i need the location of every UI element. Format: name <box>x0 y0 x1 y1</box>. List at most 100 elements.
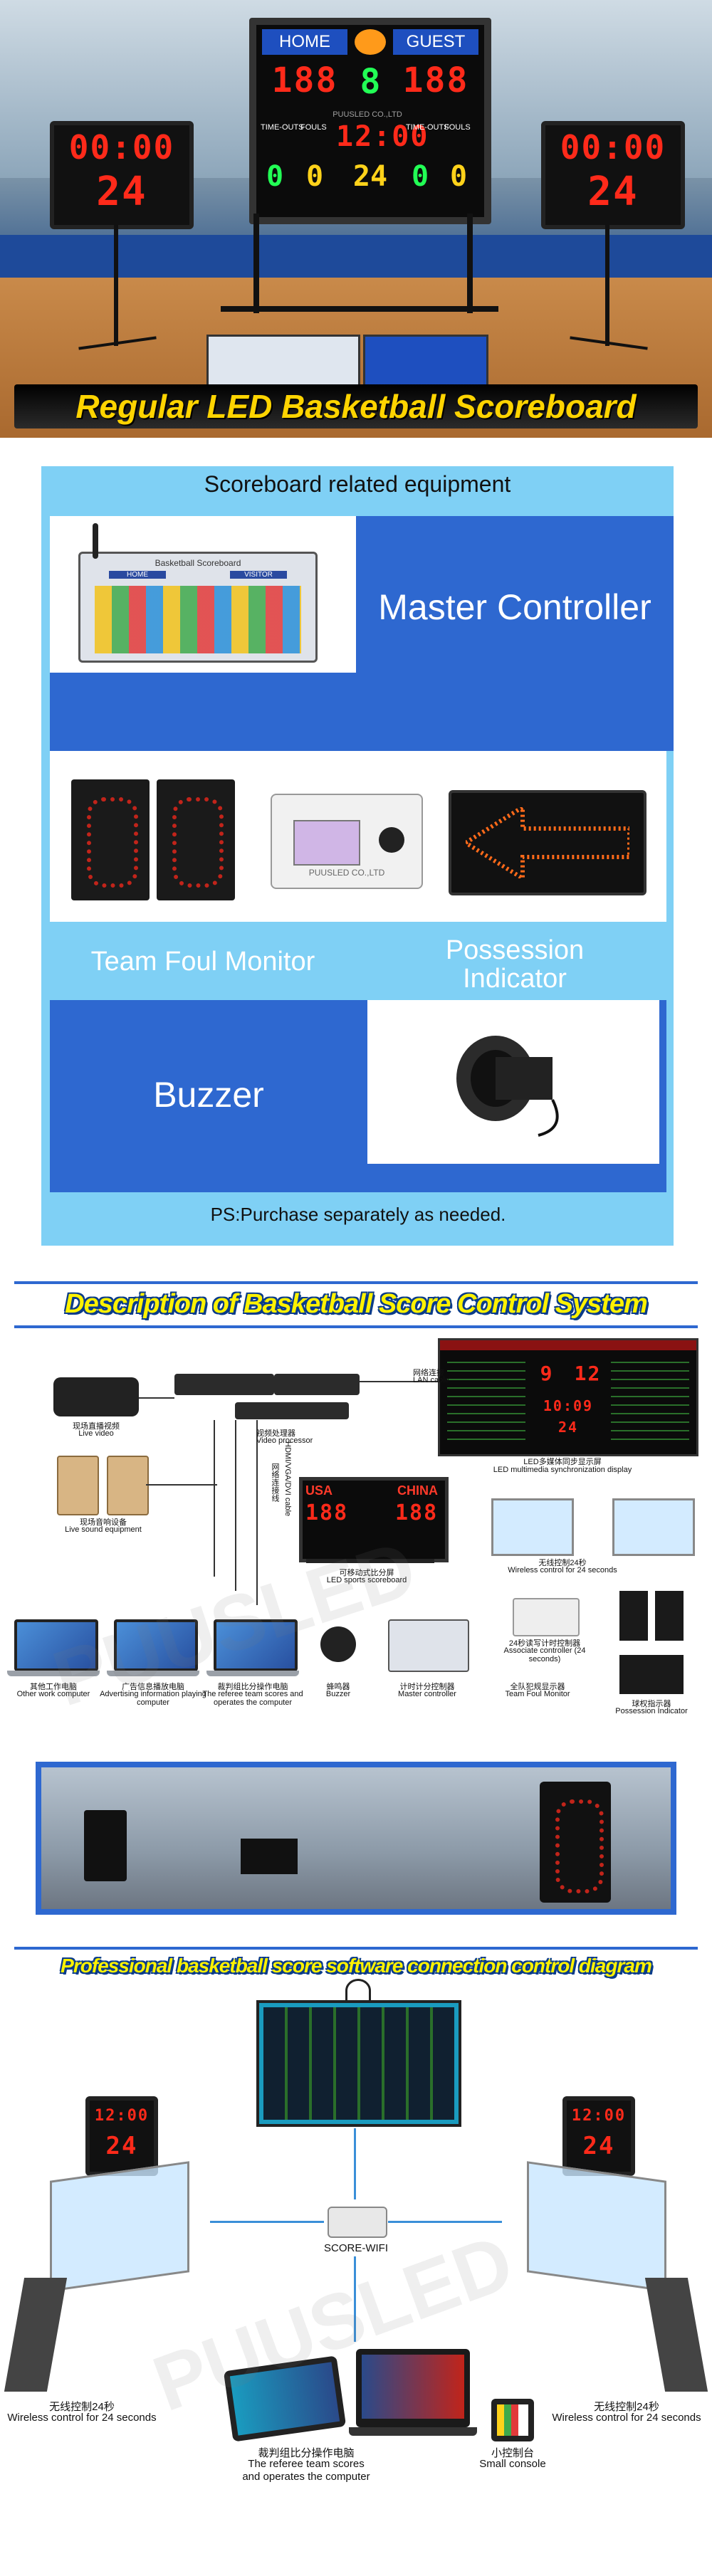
left-hoop-clock: 12:00 24 <box>85 2096 158 2176</box>
guest-timeouts: 0 <box>412 160 429 193</box>
home-fouls-label: FOULS <box>300 123 327 132</box>
shot24-cn: 无线控制24秒 <box>538 1559 587 1567</box>
right-clock-shot: 24 <box>587 169 639 215</box>
buzzer-small-icon <box>320 1626 356 1662</box>
camera-wire <box>139 1397 174 1399</box>
master-controller-small <box>388 1619 469 1672</box>
referee-en-1: The referee team scores <box>248 2458 365 2470</box>
devices-image-strip: PUUSLED CO.,LTD <box>50 751 666 922</box>
foul-digit-zero <box>87 797 138 888</box>
guest-score: 188 <box>402 61 469 100</box>
scoreboard-en: LED sports scoreboard <box>326 1576 407 1584</box>
foul-digit-zero-2 <box>172 797 224 888</box>
hoop-right <box>612 1498 695 1556</box>
left-clock-shot: 24 <box>96 169 147 215</box>
right-hoop-en: Wireless control for 24 seconds <box>552 2412 701 2424</box>
game-time: 12:00 <box>336 120 429 153</box>
buzzer-label: Buzzer <box>153 1075 264 1115</box>
foul-cn: 全队犯规显示器 <box>510 1683 565 1691</box>
right-clock-time: 00:00 <box>560 128 666 167</box>
left-tripod-pole <box>114 225 118 346</box>
blue-filler <box>50 673 356 751</box>
video-processor-cn: 视频处理器 <box>256 1429 295 1438</box>
console-keys <box>497 2404 528 2436</box>
led-display-header <box>440 1340 696 1350</box>
hero-banner: 00:00 24 00:00 24 HOME GUEST 188 8 188 P… <box>0 0 712 438</box>
scene-photo <box>41 1767 671 1909</box>
home-score: 188 <box>271 61 338 100</box>
led-display-score-left: 9 <box>540 1362 554 1385</box>
software-ui <box>263 2007 454 2120</box>
sound-cn: 现场音响设备 <box>80 1518 127 1527</box>
board-watermark: PUUSLED CO.,LTD <box>333 110 402 119</box>
foul-monitor-small-r <box>655 1591 684 1641</box>
referee-cn: 裁判组比分操作电脑 <box>258 2447 355 2459</box>
led-display-cn: LED多媒体同步显示屏 <box>523 1458 602 1466</box>
main-scoreboard: HOME GUEST 188 8 188 PUUSLED CO.,LTD TIM… <box>249 18 491 224</box>
lan-label-en: LAN cable <box>413 1376 449 1384</box>
pc-wire-1 <box>214 1420 215 1577</box>
foul-monitor-small-l <box>619 1591 648 1641</box>
wifi-label: SCORE-WIFI <box>324 2242 388 2254</box>
equipment-section: Scoreboard related equipment Basketball … <box>41 466 674 1246</box>
left-hoop-cn: 无线控制24秒 <box>49 2401 115 2413</box>
team-foul-monitor-label: Team Foul Monitor <box>90 947 315 977</box>
left-arrow-icon <box>466 807 629 878</box>
right-hoop-time: 12:00 <box>571 2107 627 2125</box>
laptop-referee-base <box>206 1671 299 1676</box>
right-hoop-cn: 无线控制24秒 <box>594 2401 659 2413</box>
poss-cn: 球权指示器 <box>632 1700 671 1708</box>
home-timeouts-label: TIME-OUTS <box>261 123 304 132</box>
home-timeouts: 0 <box>266 160 284 193</box>
pc2-en: Advertising information playing computer <box>100 1690 206 1707</box>
software-screen <box>256 2000 461 2127</box>
left-clock-time: 00:00 <box>68 128 175 167</box>
lan-wire <box>360 1381 438 1382</box>
controller-panel-title: Basketball Scoreboard <box>155 558 241 568</box>
console-en: Small console <box>479 2458 546 2470</box>
photo-possession <box>241 1839 298 1874</box>
wifi-icon-top <box>345 1979 371 2002</box>
right-hoop-clock: 12:00 24 <box>562 2096 635 2176</box>
foul-monitor-left <box>71 779 150 900</box>
controller-home-label: HOME <box>109 571 166 579</box>
buzzer-panel: Buzzer <box>50 1000 367 1192</box>
laptop-other-base <box>7 1671 100 1676</box>
led-display-score-right: 12 <box>574 1362 602 1385</box>
assoc-en: Associate controller (24 seconds) <box>503 1646 586 1663</box>
stand-left-leg <box>253 214 259 313</box>
associate-controller-small <box>513 1598 580 1636</box>
period: 8 <box>360 62 381 102</box>
laptop-keyboard <box>349 2427 477 2436</box>
purchase-note-box: PS:Purchase separately as needed. <box>50 1192 666 1235</box>
laptop-referee-screen <box>214 1619 298 1671</box>
left-hoop-pole <box>4 2278 68 2392</box>
led-display-left-list <box>447 1355 525 1447</box>
foul-en: Team Foul Monitor <box>505 1690 570 1698</box>
left-hoop-en: Wireless control for 24 seconds <box>7 2412 157 2424</box>
buzzer-en: Buzzer <box>325 1690 351 1698</box>
left-hoop-time: 12:00 <box>94 2107 150 2125</box>
photo-frame <box>36 1762 676 1915</box>
foul-monitor-right <box>157 779 235 900</box>
cable-label-cn: 网络连接线 <box>271 1463 279 1502</box>
home-label: HOME <box>262 29 347 55</box>
scoreboard-cn: 可移动式比分屏 <box>339 1569 394 1577</box>
camera-en: Live video <box>78 1429 114 1438</box>
hero-title: Regular LED Basketball Scoreboard <box>75 388 637 425</box>
buzzer-cn: 蜂鸣器 <box>326 1683 350 1691</box>
master-controller-image: Basketball Scoreboard HOME VISITOR <box>50 516 356 673</box>
photo-foul-monitor <box>84 1810 127 1881</box>
buzzer-image <box>367 1000 659 1164</box>
video-camera-icon <box>53 1377 139 1416</box>
possession-small <box>619 1655 684 1694</box>
laptop-ad-base <box>107 1671 199 1676</box>
right-shot-clock: 00:00 24 <box>541 121 685 229</box>
controller-visitor-label: VISITOR <box>230 571 287 579</box>
section-rule-top <box>14 1281 698 1284</box>
video-processor-1 <box>174 1374 274 1395</box>
arrow-up <box>354 2256 356 2342</box>
controller-panel: Basketball Scoreboard HOME VISITOR <box>78 552 318 663</box>
master-controller-label: Master Controller <box>378 587 651 627</box>
mobile-scoreboard: USA CHINA 188 188 <box>299 1477 449 1562</box>
